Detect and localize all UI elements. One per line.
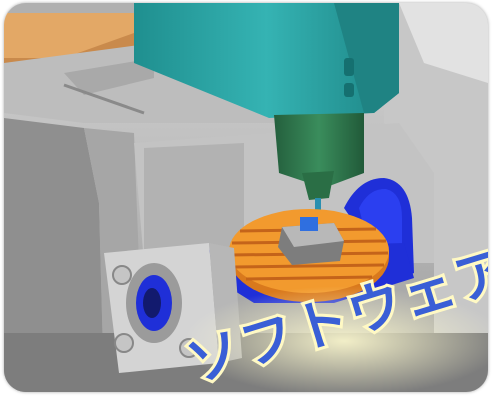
cutting-tool [315, 198, 321, 216]
cnc-machine-render [4, 3, 488, 392]
bolt [112, 265, 132, 285]
workpiece-top [282, 223, 344, 247]
right-wall-highlight [399, 3, 488, 83]
rail-line [63, 83, 145, 115]
caption-glow [184, 286, 488, 392]
spindle-head-slot [344, 83, 354, 97]
spindle-head-side [334, 3, 399, 113]
fixture-rail [4, 3, 134, 13]
spindle-head [134, 3, 399, 118]
rail-panel [4, 43, 279, 123]
spindle-nose [302, 171, 334, 200]
left-machine-body [4, 118, 104, 392]
image-frame: ソフトウェア [4, 3, 488, 392]
rail-groove [64, 58, 154, 95]
pulley-center [143, 288, 161, 318]
spindle-head-slot [344, 58, 354, 76]
bolt [114, 333, 134, 353]
spindle-body [274, 113, 364, 188]
workpiece-clamp [300, 217, 318, 231]
enclosure-panel [144, 143, 244, 263]
right-wall [384, 3, 488, 392]
